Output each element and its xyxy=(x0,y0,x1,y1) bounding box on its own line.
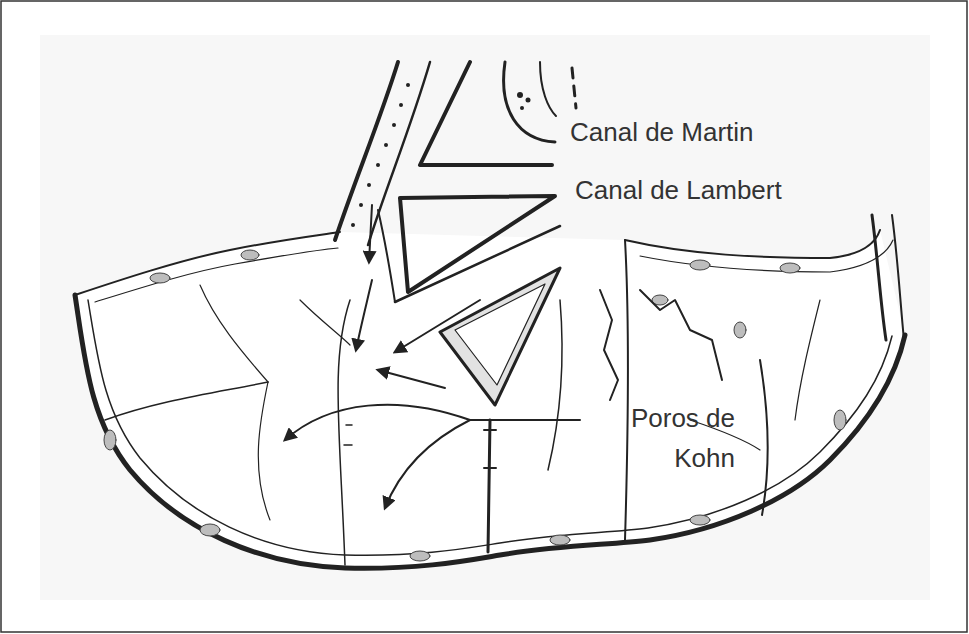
structure-label: Canal de Lambert xyxy=(575,170,875,210)
ground xyxy=(40,35,930,600)
structure-label: Poros de Kohn xyxy=(595,398,735,478)
structure-label: Canal de Martin xyxy=(570,112,870,152)
acinus-drawing xyxy=(75,62,905,568)
